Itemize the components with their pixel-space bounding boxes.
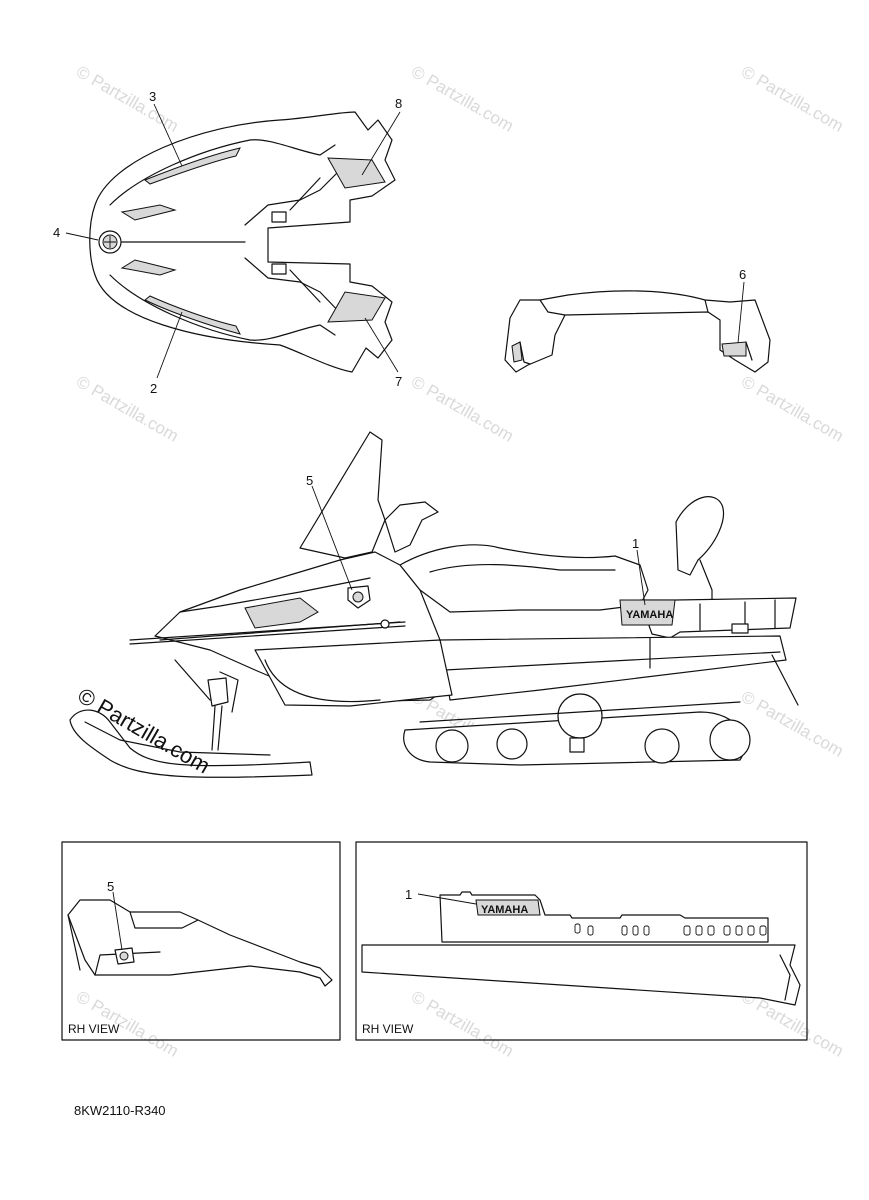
inset-left: 5 RH VIEW <box>61 841 341 1041</box>
callout-8: 8 <box>395 96 402 111</box>
watermark-text: © Partzilla.com <box>408 62 517 136</box>
callout-5: 5 <box>306 473 313 488</box>
watermark-text: © Partzilla.com <box>738 687 847 761</box>
inset-left-label: RH VIEW <box>68 1022 120 1036</box>
callout-1: 1 <box>632 536 639 551</box>
inset-rack-holes <box>574 923 767 936</box>
watermark-text: © Partzilla.com <box>73 372 182 446</box>
watermark-text: © Partzilla.com <box>738 62 847 136</box>
hood-callouts: 3 4 2 8 7 <box>53 89 402 396</box>
rear-panel-callouts: 6 <box>737 267 746 344</box>
rear-panel-view <box>504 290 771 373</box>
callout-2: 2 <box>150 381 157 396</box>
snowmobile-side-view: YAMAHA © Partzilla.com <box>69 431 799 778</box>
inset-left-callout-5: 5 <box>107 879 114 894</box>
callout-4: 4 <box>53 225 60 240</box>
watermark-text: © Partzilla.com <box>408 372 517 446</box>
watermark-text: © Partzilla.com <box>408 987 517 1061</box>
callout-6: 6 <box>739 267 746 282</box>
inset-right-callout-1: 1 <box>405 887 412 902</box>
diagram-code: 8KW2110-R340 <box>74 1103 166 1118</box>
watermark-text: © Partzilla.com <box>738 372 847 446</box>
snowmobile-callouts: 5 1 <box>306 473 646 606</box>
hood-top-view <box>89 111 396 373</box>
decal-yamaha-text: YAMAHA <box>626 609 673 621</box>
inset-decal-yamaha-text: YAMAHA <box>481 904 528 916</box>
callout-3: 3 <box>149 89 156 104</box>
watermark-text: © Partzilla.com <box>73 62 182 136</box>
callout-7: 7 <box>395 374 402 389</box>
inset-right-label: RH VIEW <box>362 1022 414 1036</box>
inset-right: YAMAHA 1 RH VIEW <box>355 841 808 1041</box>
